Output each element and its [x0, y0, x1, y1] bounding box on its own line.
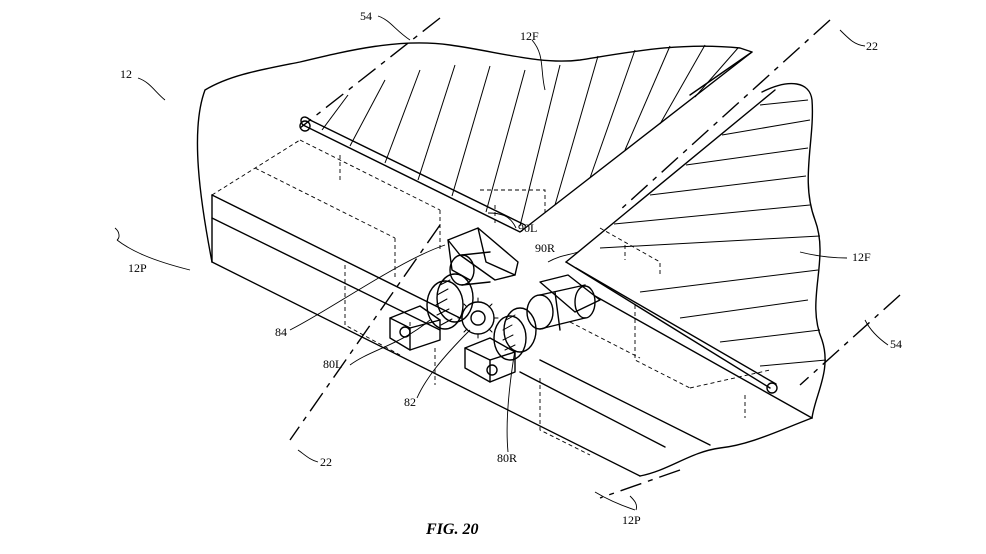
device-body — [197, 43, 825, 476]
label-90l: 90L — [518, 221, 537, 235]
label-12p-bottom: 12P — [622, 513, 641, 527]
label-80l: 80L — [323, 357, 342, 371]
label-80r: 80R — [497, 451, 517, 465]
label-54-top: 54 — [360, 9, 372, 23]
label-84: 84 — [275, 325, 287, 339]
flap-left — [300, 45, 752, 232]
label-82: 82 — [404, 395, 416, 409]
label-54-right: 54 — [890, 337, 902, 351]
hidden-lines — [212, 140, 770, 455]
leader-lines — [117, 16, 888, 510]
label-12f-right: 12F — [852, 250, 871, 264]
labels: 54 12F 22 12 12P 90L 90R 12F 84 80L 82 8… — [120, 9, 902, 527]
label-22-top: 22 — [866, 39, 878, 53]
label-90r: 90R — [535, 241, 555, 255]
label-12p-left: 12P — [128, 261, 147, 275]
figure-caption: FIG. 20 — [425, 521, 478, 538]
label-12: 12 — [120, 67, 132, 81]
label-22-bottom: 22 — [320, 455, 332, 469]
label-12f-top: 12F — [520, 29, 539, 43]
